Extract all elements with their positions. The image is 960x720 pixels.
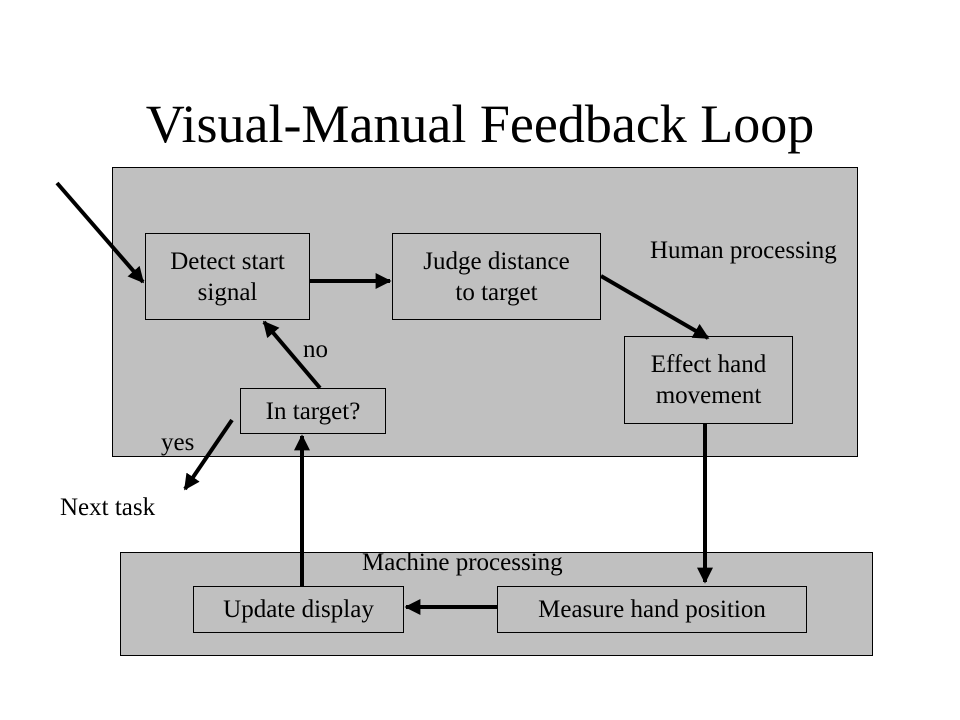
measure-hand-position-box: Measure hand position [497, 586, 807, 633]
slide-title: Visual-Manual Feedback Loop [145, 94, 815, 154]
human-processing-label: Human processing [650, 237, 837, 264]
machine-processing-label: Machine processing [362, 549, 563, 576]
yes-label: yes [161, 429, 195, 456]
next-task-label: Next task [60, 494, 156, 521]
no-label: no [303, 336, 328, 363]
update-display-box: Update display [193, 586, 404, 633]
detect-start-signal-box: Detect start signal [145, 233, 310, 320]
effect-hand-movement-box: Effect hand movement [624, 336, 793, 424]
in-target-box: In target? [240, 388, 386, 434]
judge-distance-box: Judge distance to target [392, 233, 601, 320]
